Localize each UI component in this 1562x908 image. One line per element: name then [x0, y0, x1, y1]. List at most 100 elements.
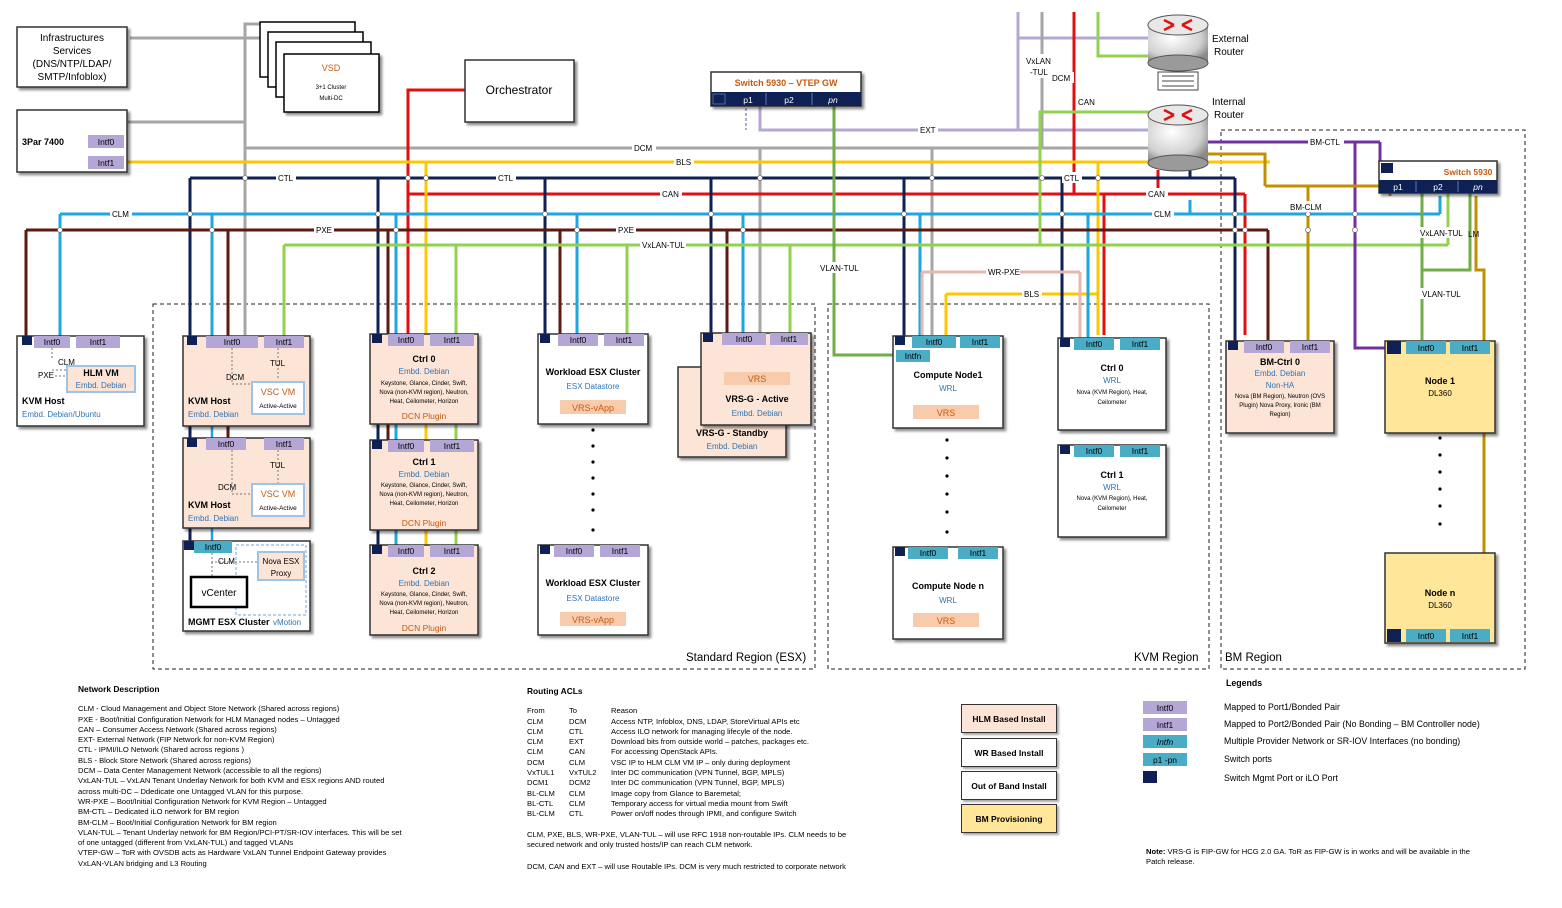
- svg-text:Keystone, Glance, Cinder, Swif: Keystone, Glance, Cinder, Swift,: [381, 592, 467, 598]
- bm-port-p1: p1: [1393, 182, 1403, 192]
- svg-text:VRS-vApp: VRS-vApp: [572, 403, 614, 413]
- hlm-pxe: PXE: [38, 371, 54, 380]
- infra-line-1: Infrastructures: [40, 33, 104, 44]
- vxlan-tul-top-1: VxLAN: [1026, 57, 1051, 66]
- kvm2-vsc-vm: [251, 483, 305, 517]
- ctrl-2-esx: Intf0 Intf1 Ctrl 2 Embd. Debian Keystone…: [369, 544, 479, 636]
- switch-vtep-gw: Switch 5930 – VTEP GW p1 p2 pn: [710, 71, 862, 107]
- svg-text:Intf0: Intf0: [1086, 446, 1103, 456]
- orchestrator-box[interactable]: Orchestrator: [464, 59, 575, 123]
- compute-node-n: Intf0 Intf1 Compute Node n WRL VRS: [892, 546, 1004, 640]
- svg-text:Intf0: Intf0: [1256, 342, 1273, 352]
- svg-text:Intf1: Intf1: [616, 335, 633, 345]
- svg-text:Embd. Debian: Embd. Debian: [399, 367, 450, 376]
- internal-router-label-2: Router: [1214, 110, 1245, 121]
- svg-text:Intf0: Intf0: [1418, 631, 1435, 641]
- svg-text:Ceilometer: Ceilometer: [1097, 400, 1126, 406]
- svg-text:Heat, Ceilometer, Horizon: Heat, Ceilometer, Horizon: [390, 610, 459, 616]
- svg-text:Intf1: Intf1: [781, 334, 798, 344]
- svg-text:Intf1: Intf1: [1132, 339, 1149, 349]
- svg-text:Nova (KVM Region), Heat,: Nova (KVM Region), Heat,: [1076, 390, 1147, 396]
- infra-services-box: [16, 26, 128, 88]
- port-mgmt: [712, 93, 726, 105]
- svg-text:Nova ESX: Nova ESX: [263, 557, 301, 566]
- net-desc-line: VxLAN-VLAN bridging and L3 Routing: [78, 858, 207, 868]
- kvm2-title: KVM Host: [188, 500, 231, 510]
- external-router-label-1: External: [1212, 34, 1249, 45]
- workload-esx-dots: [591, 428, 595, 532]
- svg-text:Keystone, Glance, Cinder, Swif: Keystone, Glance, Cinder, Swift,: [381, 483, 467, 489]
- net-desc-line: PXE - Boot/Initial Configuration Network…: [78, 714, 340, 724]
- svg-text:Intf1: Intf1: [276, 337, 293, 347]
- router-arrows-icon: [1163, 108, 1193, 122]
- bls-label: BLS: [676, 158, 691, 167]
- vlan-tul-label-1: VLAN-TUL: [820, 264, 859, 273]
- net-desc-line: VxLAN-TUL – VxLAN Tenant Underlay Networ…: [78, 776, 385, 786]
- bm-ctl-label: BM-CTL: [1310, 138, 1340, 147]
- svg-text:Embd. Debian: Embd. Debian: [732, 409, 783, 418]
- can-label-1: CAN: [662, 190, 679, 199]
- bm-provisioning-box: BM Provisioning: [961, 804, 1057, 833]
- svg-text:Non-HA: Non-HA: [1266, 381, 1295, 390]
- mgmt-clm: CLM: [218, 557, 235, 566]
- ctrl-1-esx: Intf0 Intf1 Ctrl 1 Embd. Debian Keystone…: [369, 439, 479, 531]
- svg-text:VRS-G - Standby: VRS-G - Standby: [696, 428, 768, 438]
- svg-text:DL360: DL360: [1428, 601, 1452, 610]
- vsd-stack: VSD 3+1 Cluster Multi-DC: [259, 21, 380, 113]
- svg-text:Nova (non-KVM region), Neutron: Nova (non-KVM region), Neutron,: [379, 390, 469, 396]
- vxlan-tul-top-2: -TUL: [1030, 68, 1048, 77]
- svg-text:ESX Datastore: ESX Datastore: [567, 594, 620, 603]
- vxlan-tul-label: VxLAN-TUL: [642, 241, 685, 250]
- svg-text:DCN Plugin: DCN Plugin: [402, 411, 447, 421]
- svg-text:Region): Region): [1269, 412, 1290, 418]
- svg-text:Keystone, Glance, Cinder, Swif: Keystone, Glance, Cinder, Swift,: [381, 381, 467, 387]
- ctl-label-3: CTL: [1064, 174, 1080, 183]
- standard-region-label: Standard Region (ESX): [686, 652, 806, 664]
- pxe-label-1: PXE: [316, 226, 332, 235]
- svg-text:Intf0: Intf0: [398, 546, 415, 556]
- vlan-tul-network: [832, 96, 1472, 357]
- net-desc-line: CTL - IPMI/ILO Network (Shared across re…: [78, 745, 244, 755]
- threepar-title: 3Par 7400: [22, 137, 64, 147]
- net-desc-line: DCM – Data Center Management Network (ac…: [78, 766, 322, 776]
- regions: [152, 129, 1526, 670]
- svg-text:Proxy: Proxy: [271, 569, 291, 578]
- wr-pxe-label: WR-PXE: [988, 268, 1020, 277]
- svg-text:Intf0: Intf0: [920, 548, 937, 558]
- svg-text:VRS: VRS: [937, 408, 956, 418]
- svg-text:Intf0: Intf0: [205, 542, 222, 552]
- legend-swatch-intf1: Intf1: [1143, 718, 1187, 731]
- ctl-label-2: CTL: [498, 174, 514, 183]
- infra-line-2: Services: [53, 46, 91, 57]
- clm-label-2: CLM: [1154, 210, 1171, 219]
- bm-port-pn: pn: [1472, 182, 1483, 192]
- svg-text:Intf1: Intf1: [98, 158, 115, 168]
- vcenter: [189, 575, 249, 609]
- svg-text:Nova (KVM Region), Heat,: Nova (KVM Region), Heat,: [1076, 496, 1147, 502]
- acl-header-row: From To Reason: [527, 706, 638, 716]
- vsd-line-1: 3+1 Cluster: [316, 85, 347, 91]
- legend-note-label: Note:: [1146, 847, 1166, 856]
- standard-region-border: [152, 303, 816, 670]
- dcm-network: [128, 12, 1160, 335]
- hlm-sub: Embd. Debian/Ubuntu: [22, 410, 101, 419]
- svg-text:Embd. Debian: Embd. Debian: [1255, 369, 1306, 378]
- bm-port-p2: p2: [1433, 182, 1443, 192]
- net-desc-line: across multi-DC – Ddedicate one Untagged…: [78, 786, 303, 796]
- legend-swatch-ports: p1 -pn: [1143, 753, 1187, 766]
- svg-text:WRL: WRL: [1103, 376, 1121, 385]
- legend-note: Note: VRS-G is FIP-GW for HCG 2.0 GA. To…: [1146, 847, 1470, 868]
- hlm-clm: CLM: [58, 358, 75, 367]
- svg-text:Intf1: Intf1: [1462, 631, 1479, 641]
- vsd-line-2: Multi-DC: [319, 96, 343, 102]
- network-labels: EXT DCM BLS CTL CTL CTL CAN CAN CAN CLM …: [110, 54, 1479, 299]
- svg-text:Intf0: Intf0: [1086, 339, 1103, 349]
- vsd-title: VSD: [322, 63, 341, 73]
- router-link: [1157, 71, 1199, 91]
